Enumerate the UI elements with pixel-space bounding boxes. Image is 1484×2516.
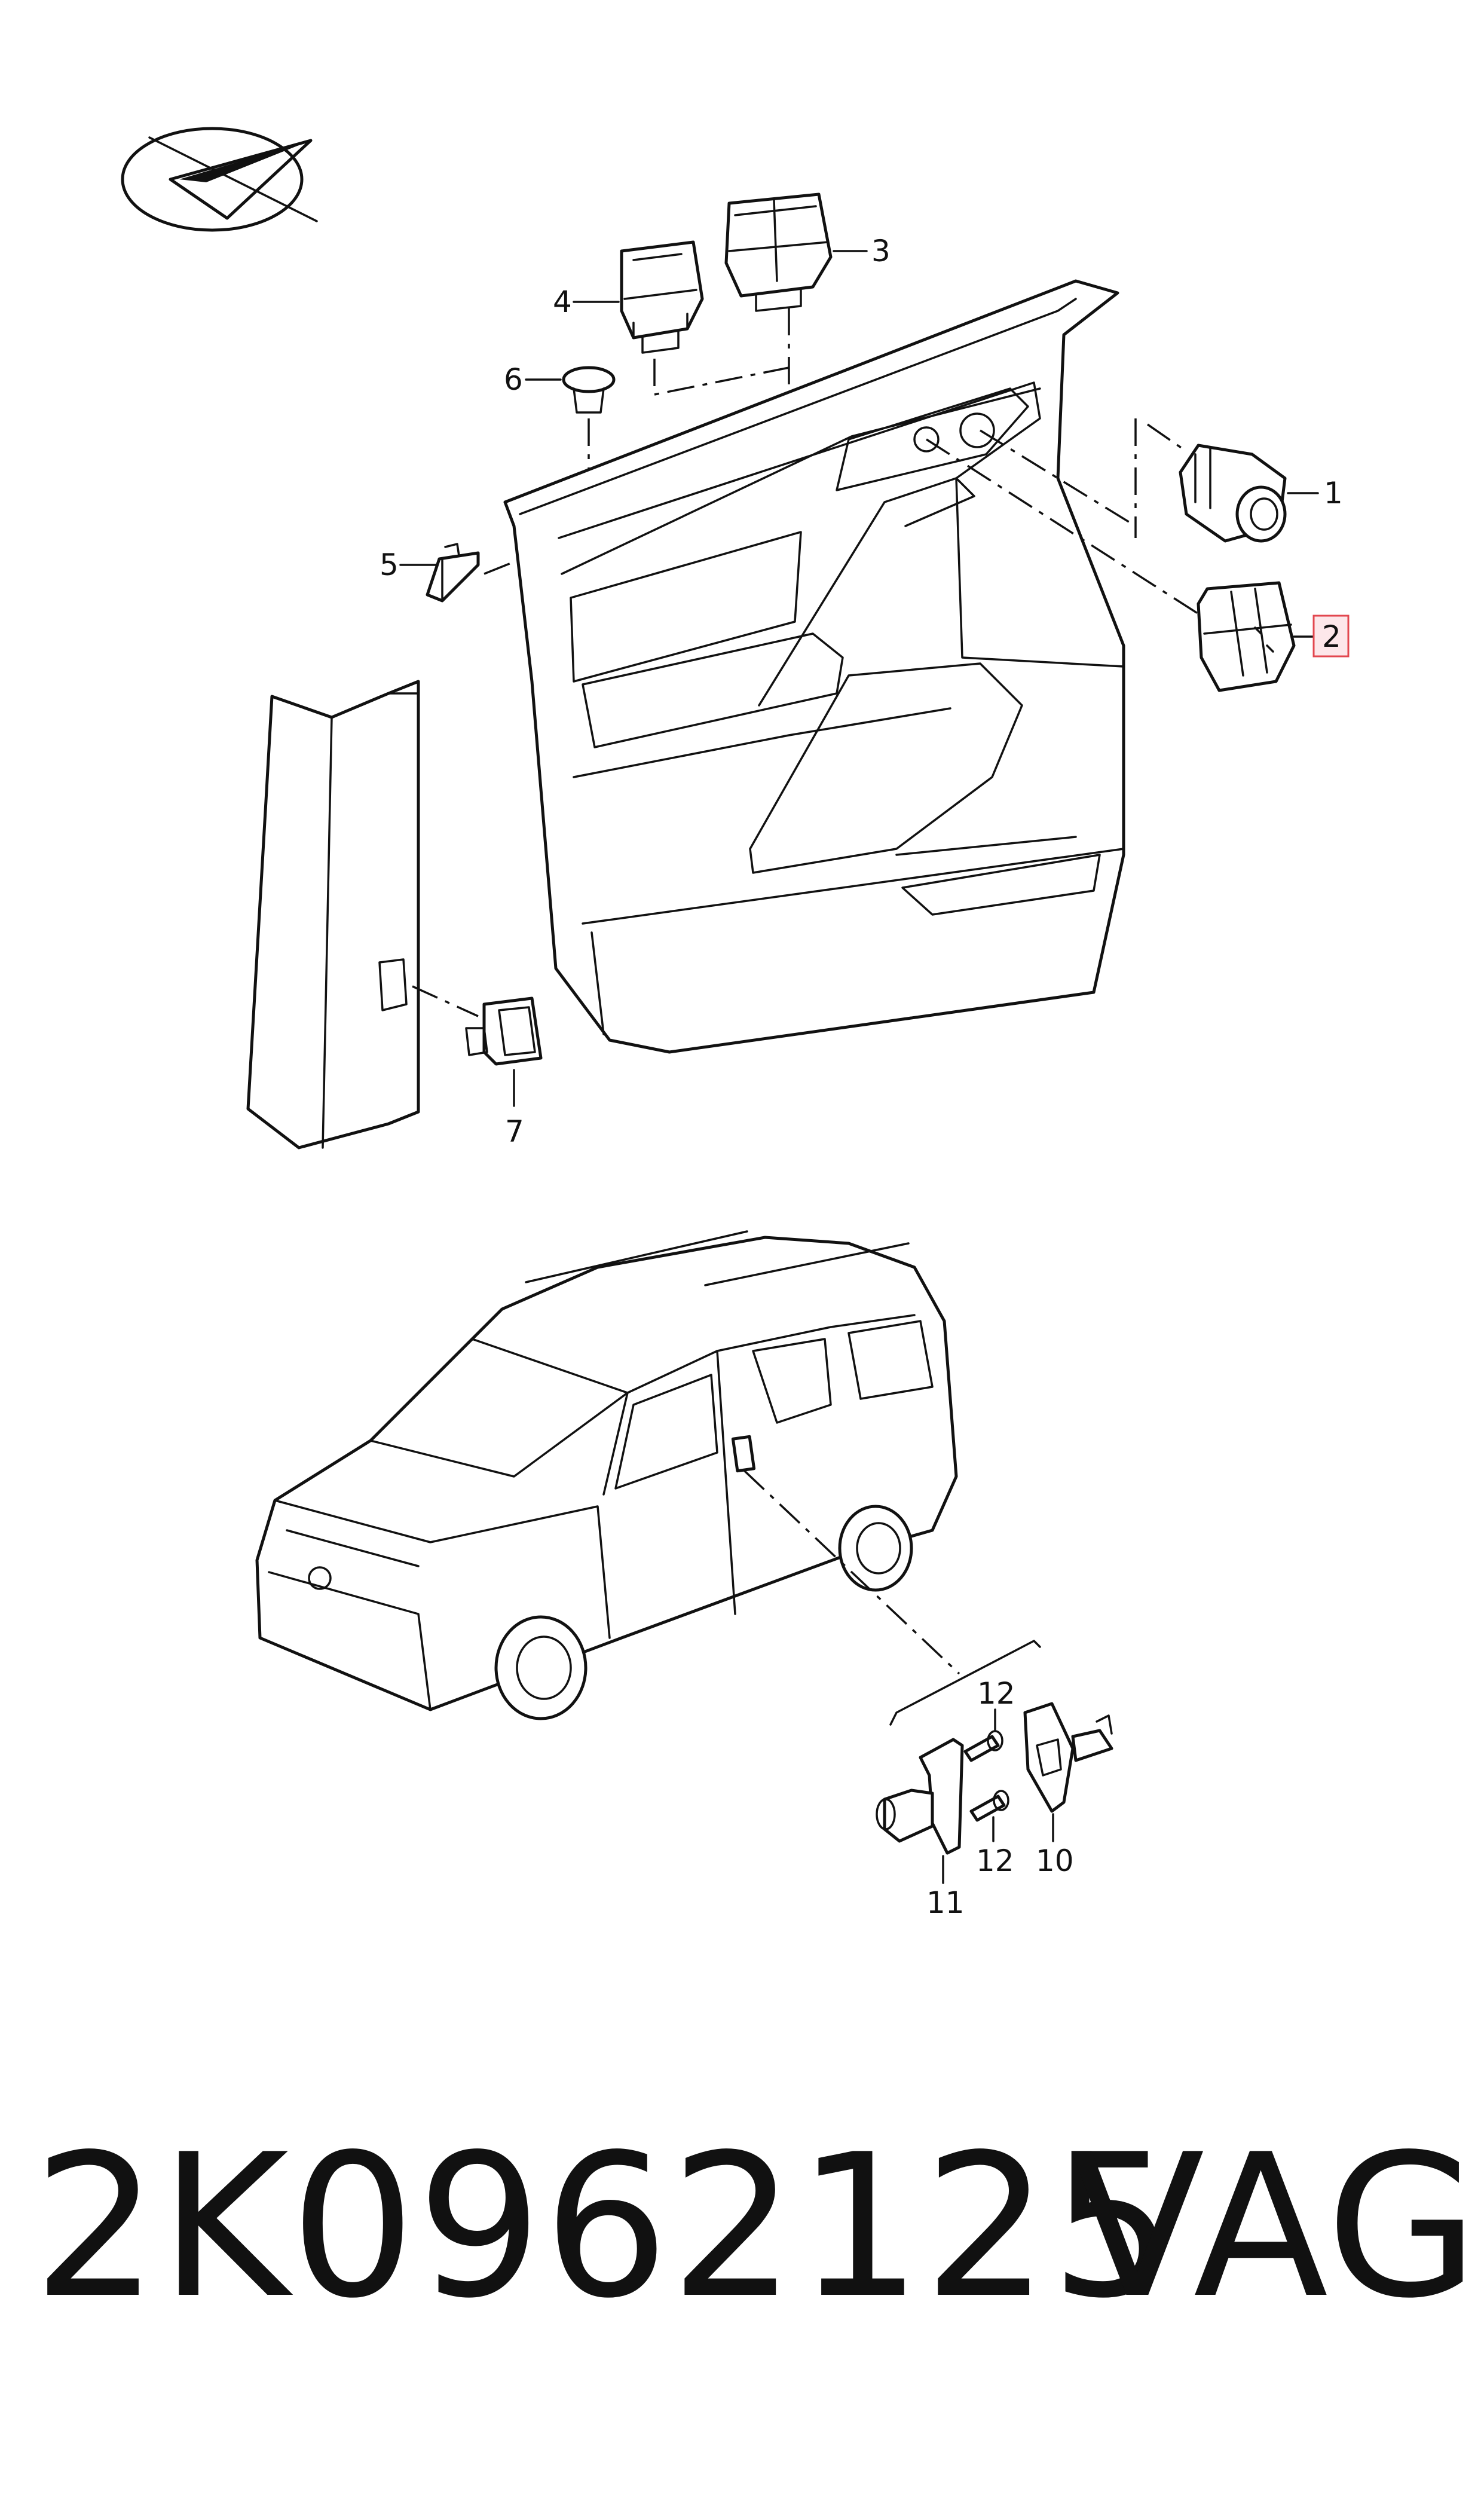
- mirror-adjust-switch: [1179, 444, 1287, 543]
- brand-label: VAG: [1070, 2112, 1480, 2341]
- callout-12-upper: 12: [977, 1676, 1015, 1711]
- callout-6: 6: [504, 362, 523, 397]
- callout-4: 4: [553, 285, 572, 319]
- callout-7: 7: [505, 1114, 524, 1149]
- vehicle-illustration: [255, 1230, 958, 1720]
- callout-10: 10: [1036, 1844, 1074, 1878]
- callout-5: 5: [380, 548, 399, 582]
- door-trim-panel: [503, 279, 1125, 1054]
- callout-12-lower: 12: [976, 1844, 1014, 1878]
- callout-3: 3: [871, 234, 891, 268]
- passenger-window-switch: [465, 996, 543, 1066]
- orientation-arrow-icon: [121, 127, 318, 232]
- part-number-label: 2K0962125: [33, 2112, 1177, 2341]
- retaining-clip: [426, 543, 480, 603]
- driver-window-switch: [1197, 581, 1296, 692]
- pillar-trim: [246, 680, 420, 1150]
- double-window-switch: [724, 192, 833, 312]
- screw-upper: [963, 1730, 1003, 1762]
- callout-2: 2: [1322, 619, 1341, 654]
- door-contact-switch: [876, 1738, 964, 1855]
- callout-2-highlight: [1312, 615, 1350, 658]
- callout-1: 1: [1324, 476, 1343, 510]
- door-lock-switch: [1023, 1702, 1113, 1813]
- single-window-switch: [620, 240, 704, 354]
- callout-11: 11: [926, 1885, 965, 1920]
- screw-lower: [969, 1790, 1009, 1822]
- trim-clip: [562, 366, 616, 414]
